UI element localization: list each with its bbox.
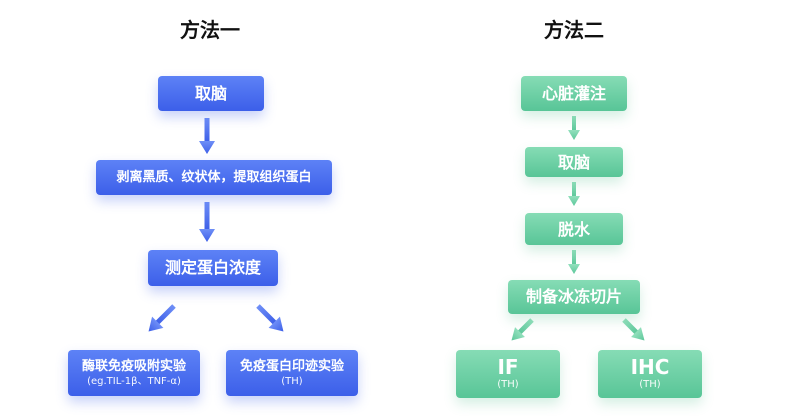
m1-branch-elisa: 酶联免疫吸附实验 (eg.TIL-1β、TNF-α) (68, 350, 200, 396)
m2-branch-if: IF (TH) (456, 350, 560, 398)
arrow-m1-step3-to-right (256, 304, 284, 332)
m1-branch-elisa-sub: (eg.TIL-1β、TNF-α) (87, 375, 181, 387)
m1-branch-western-blot: 免疫蛋白印迹实验 (TH) (226, 350, 358, 396)
m1-step-dissect-extract: 剥离黑质、纹状体，提取组织蛋白 (96, 160, 332, 195)
arrow-m2-step1-to-step2 (568, 116, 580, 140)
m2-step-cardiac-perfusion: 心脏灌注 (521, 76, 627, 111)
m1-step-protein-concentration-label: 测定蛋白浓度 (164, 258, 261, 277)
m1-branch-elisa-label: 酶联免疫吸附实验 (81, 358, 186, 374)
m2-step-dehydration-label: 脱水 (557, 219, 590, 239)
m2-step-frozen-section: 制备冰冻切片 (508, 280, 640, 314)
arrow-m1-step2-to-step3 (199, 202, 215, 242)
arrow-m2-step4-to-right (622, 318, 645, 341)
m2-step-remove-brain: 取脑 (525, 147, 623, 177)
m2-step-cardiac-perfusion-label: 心脏灌注 (541, 83, 606, 103)
method2-title: 方法二 (544, 18, 604, 42)
m2-step-dehydration: 脱水 (525, 213, 623, 245)
m2-step-remove-brain-label: 取脑 (557, 152, 590, 172)
m1-step-protein-concentration: 测定蛋白浓度 (148, 250, 278, 286)
m2-branch-if-label: IF (497, 355, 519, 379)
arrow-m2-step4-to-left (511, 318, 534, 341)
m1-branch-western-blot-label: 免疫蛋白印迹实验 (239, 358, 344, 374)
m1-step-dissect-extract-label: 剥离黑质、纹状体，提取组织蛋白 (116, 170, 312, 185)
method1-title: 方法一 (180, 18, 240, 42)
m2-branch-if-sub: (TH) (497, 379, 519, 390)
m1-step-remove-brain: 取脑 (158, 76, 264, 111)
m2-branch-ihc-label: IHC (630, 355, 670, 379)
arrow-m1-step1-to-step2 (199, 118, 215, 154)
arrow-m1-step3-to-left (148, 304, 176, 332)
m1-step-remove-brain-label: 取脑 (194, 83, 227, 103)
m2-step-frozen-section-label: 制备冰冻切片 (525, 287, 622, 306)
m1-branch-western-blot-sub: (TH) (281, 375, 303, 387)
arrow-m2-step2-to-step3 (568, 182, 580, 206)
arrow-m2-step3-to-step4 (568, 250, 580, 274)
m2-branch-ihc: IHC (TH) (598, 350, 702, 398)
m2-branch-ihc-sub: (TH) (639, 379, 661, 390)
